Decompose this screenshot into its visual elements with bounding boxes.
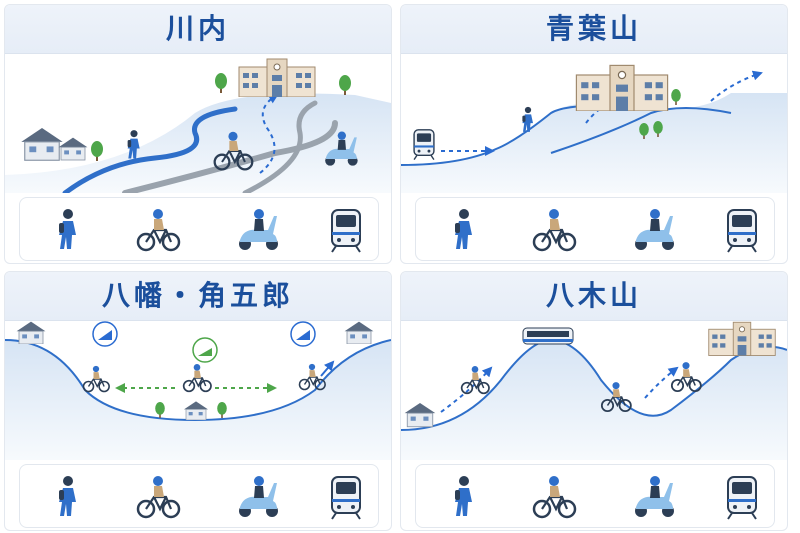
panel-header: 青葉山 [401,5,787,54]
bicycle-icon [82,365,110,393]
panel-header: 八木山 [401,272,787,321]
train-icon [718,206,766,254]
scooter-icon [234,473,282,521]
bicycle-icon [460,365,490,395]
bicycle-icon [530,473,578,521]
panel-title: 青葉山 [545,12,642,45]
panel-title: 八幡・角五郎 [101,279,294,312]
scooter-icon [630,206,678,254]
scene-yawata-kakugoro [5,321,391,460]
walk-icon [44,473,92,521]
walk-icon [440,206,488,254]
bicycle-icon [134,473,182,521]
panel-kawauchi: 川内 [4,4,392,264]
transport-modes [415,197,775,261]
transport-modes [415,464,775,528]
panel-header: 川内 [5,5,391,54]
panel-aobayama: 青葉山 [400,4,788,264]
panel-title: 八木山 [545,279,642,312]
train-icon [322,206,370,254]
panel-yawata-kakugoro: 八幡・角五郎 [4,271,392,531]
walk-icon [44,206,92,254]
panel-title: 川内 [165,12,230,45]
scene-aobayama [401,64,787,193]
train-icon [322,473,370,521]
scene-yagiyama [401,321,787,460]
bicycle-icon [670,361,702,393]
train-icon [718,473,766,521]
panel-header: 八幡・角五郎 [5,272,391,321]
transport-modes [19,197,379,261]
bicycle-icon [182,363,212,393]
train-icon [413,129,435,161]
transport-modes [19,464,379,528]
bicycle-icon [134,206,182,254]
walk-icon [440,473,488,521]
panel-yagiyama: 八木山 [400,271,788,531]
bicycle-icon [530,206,578,254]
scooter-icon [234,206,282,254]
scooter-icon [630,473,678,521]
scene-kawauchi [5,58,391,193]
